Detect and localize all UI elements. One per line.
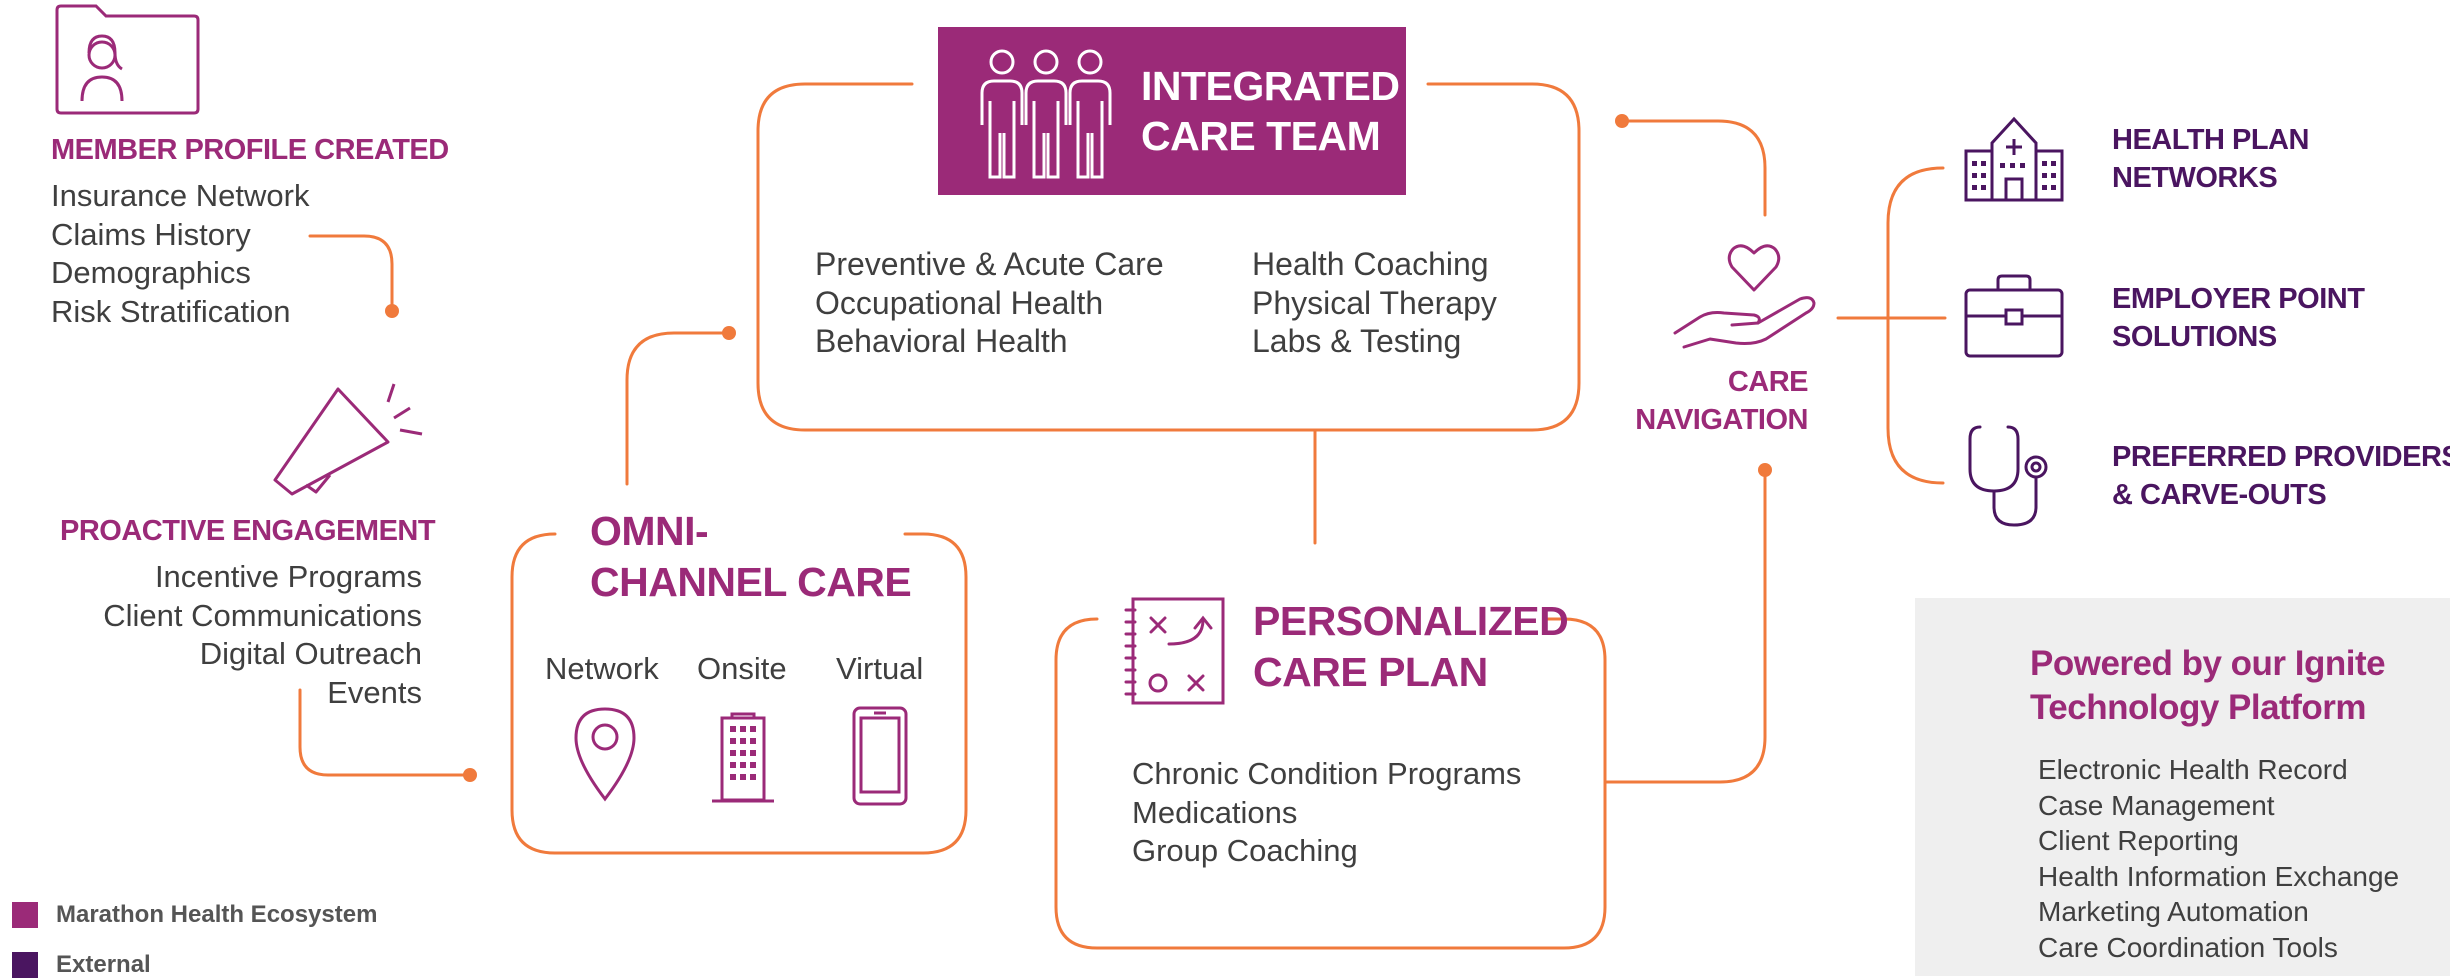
list-item: Risk Stratification <box>51 293 291 329</box>
list-item: Health Information Exchange <box>2038 860 2400 892</box>
care-team-left-list: Preventive & Acute Care Occupational Hea… <box>815 245 1164 361</box>
list-item: Labs & Testing <box>1252 323 1462 359</box>
care-plan-title-line1: PERSONALIZED <box>1253 598 1569 644</box>
channel-label-onsite: Onsite <box>697 651 787 686</box>
legend-item-external: External <box>12 950 377 980</box>
omni-to-team-connector <box>625 331 731 486</box>
care-plan-title-line2: CARE PLAN <box>1253 649 1488 695</box>
care-team-box-outline <box>756 82 1581 432</box>
plan-to-navigation-connector <box>1603 468 1767 784</box>
care-team-right-list: Health Coaching Physical Therapy Labs & … <box>1252 245 1497 361</box>
platform-panel: Powered by our Ignite Technology Platfor… <box>1915 598 2450 976</box>
platform-title-line1: Powered by our Ignite <box>2030 644 2386 683</box>
external-providers-line2: & CARVE-OUTS <box>2112 479 2327 511</box>
external-bracket <box>1886 166 1945 485</box>
legend-label-external: External <box>56 951 151 978</box>
member-profile-list: Insurance Network Claims History Demogra… <box>51 177 309 331</box>
list-item: Health Coaching <box>1252 246 1489 282</box>
external-health-plan-line1: HEALTH PLAN <box>2112 124 2309 156</box>
list-item: Care Coordination Tools <box>2038 931 2338 963</box>
list-item: Behavioral Health <box>815 323 1068 359</box>
proactive-engagement-title: PROACTIVE ENGAGEMENT <box>60 515 436 547</box>
stethoscope-icon <box>1966 423 2056 529</box>
heart-hand-icon <box>1670 235 1822 355</box>
list-item: Marketing Automation <box>2038 896 2309 927</box>
list-item: Chronic Condition Programs <box>1132 756 1522 791</box>
hospital-icon <box>1962 113 2066 203</box>
list-item: Electronic Health Record <box>2038 754 2348 785</box>
list-item: Case Management <box>2038 789 2275 821</box>
platform-list: Electronic Health Record Case Management… <box>2038 752 2399 965</box>
proactive-engagement-list: Incentive Programs Client Communications… <box>60 558 422 712</box>
legend: Marathon Health Ecosystem External <box>12 900 377 980</box>
building-icon <box>710 712 776 804</box>
channel-label-virtual: Virtual <box>836 651 924 686</box>
list-item: Medications <box>1132 794 1298 830</box>
care-team-title-line2: CARE TEAM <box>1141 113 1381 159</box>
list-item: Incentive Programs <box>154 559 422 594</box>
strategy-notebook-icon <box>1123 596 1227 706</box>
omni-to-team-dot <box>722 326 736 340</box>
care-plan-list: Chronic Condition Programs Medications G… <box>1132 755 1521 871</box>
navigation-top-connector <box>1620 119 1767 217</box>
member-profile-folder-icon <box>52 3 202 115</box>
list-item: Insurance Network <box>51 178 310 213</box>
engagement-connector-dot <box>463 768 477 782</box>
list-item: Group Coaching <box>1132 833 1358 868</box>
external-health-plan-line2: NETWORKS <box>2112 162 2278 194</box>
legend-label-ecosystem: Marathon Health Ecosystem <box>56 901 378 928</box>
list-item: Preventive & Acute Care <box>815 246 1164 282</box>
list-item: Occupational Health <box>815 284 1104 321</box>
legend-swatch-external <box>12 952 38 978</box>
list-item: Client Reporting <box>2038 825 2239 856</box>
omni-channel-title-line2: CHANNEL CARE <box>590 559 912 605</box>
external-employer-line1: EMPLOYER POINT <box>2112 283 2365 315</box>
list-item: Demographics <box>51 255 251 290</box>
care-team-people-icon <box>976 45 1116 185</box>
external-providers-line1: PREFERRED PROVIDERS <box>2112 441 2450 473</box>
engagement-connector <box>298 688 472 777</box>
profile-connector-dot <box>385 304 399 318</box>
briefcase-icon <box>1962 272 2066 360</box>
mobile-phone-icon <box>850 705 910 807</box>
navigation-top-dot <box>1615 114 1629 128</box>
list-item: Digital Outreach <box>199 636 422 671</box>
care-team-title-line1: INTEGRATED <box>1141 63 1400 109</box>
list-item: Physical Therapy <box>1252 284 1497 321</box>
care-navigation-title-line1: CARE <box>1727 366 1809 398</box>
list-item: Client Communications <box>103 597 422 633</box>
location-pin-icon <box>573 706 637 802</box>
care-navigation-title-line2: NAVIGATION <box>1635 404 1808 436</box>
external-employer-line2: SOLUTIONS <box>2112 321 2277 353</box>
list-item: Claims History <box>51 216 251 252</box>
profile-connector <box>308 234 394 313</box>
member-profile-title: MEMBER PROFILE CREATED <box>51 134 449 166</box>
plan-to-navigation-dot <box>1758 463 1772 477</box>
channel-label-network: Network <box>545 651 659 686</box>
platform-title-line2: Technology Platform <box>2030 688 2367 727</box>
omni-channel-title-line1: OMNI- <box>590 508 709 554</box>
list-item: Events <box>327 674 422 710</box>
omni-channel-box-outline <box>510 532 968 855</box>
care-team-header: INTEGRATED CARE TEAM <box>938 27 1406 195</box>
care-plan-box-outline <box>1054 617 1607 950</box>
megaphone-icon <box>270 380 430 500</box>
legend-swatch-ecosystem <box>12 902 38 928</box>
legend-item-ecosystem: Marathon Health Ecosystem <box>12 900 377 930</box>
